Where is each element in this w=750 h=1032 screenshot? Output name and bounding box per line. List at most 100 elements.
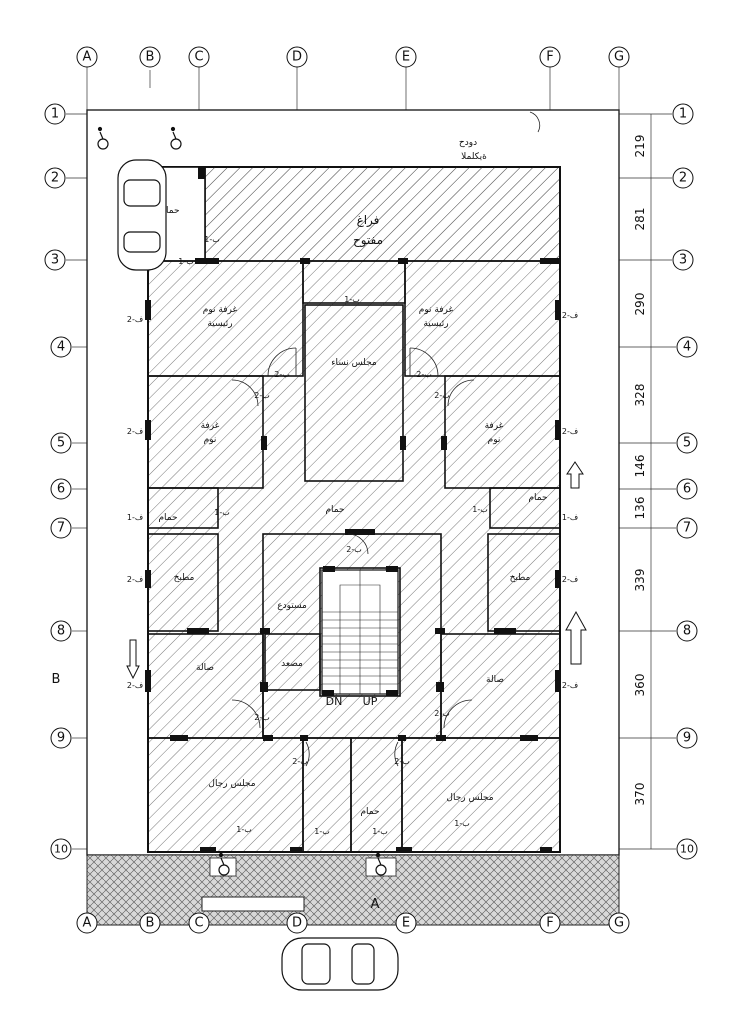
grid-row-label-left: 1 (51, 107, 59, 122)
room-label: غرفة (201, 421, 220, 431)
dimension-label: 136 (633, 497, 647, 520)
grid-col-label-bottom: F (546, 916, 553, 931)
room-label: نوم (488, 435, 501, 445)
dimension-label: 370 (633, 783, 647, 806)
dimension-label: 328 (633, 384, 647, 407)
entrance-step-right (365, 857, 397, 877)
arrow-up-icon (566, 461, 584, 489)
bottom-label-a: A (371, 897, 380, 912)
dimension-label: 360 (633, 674, 647, 697)
window-tag: 1-ف (562, 513, 578, 522)
building (145, 111, 561, 853)
door-tag: 1-ب (314, 827, 330, 836)
paving-strip (86, 854, 620, 926)
grid-bubbles-bottom (76, 912, 630, 934)
room-label: صالة (486, 675, 504, 685)
grid-col-label-bottom: A (83, 916, 92, 931)
dimension-label: 219 (633, 135, 647, 158)
arrow-up-icon (565, 610, 587, 665)
room-label: حمام (360, 807, 379, 817)
door-tag: 2-ب (434, 391, 450, 400)
door-tag: 2-ب (394, 757, 410, 766)
grid-row-label-left: 7 (57, 521, 65, 536)
door-tag: 2-ب (434, 709, 450, 718)
door-tag: 2-ب (292, 757, 308, 766)
dimension-label: 146 (633, 455, 647, 478)
grid-row-label-left: 3 (51, 253, 59, 268)
grid-col-label-bottom: B (146, 916, 155, 931)
room-label: حمام (528, 493, 547, 503)
window-tag: 2-ف (127, 575, 143, 584)
top-note-line-1: دودح (459, 138, 477, 148)
grid-col-label-top: E (402, 50, 410, 65)
grid-col-label-top: D (292, 50, 302, 65)
room-label: مطبخ (510, 573, 531, 583)
grid-row-label-left: 9 (57, 731, 65, 746)
side-label-b: B (52, 672, 61, 687)
door-tag: 1-ب (214, 508, 230, 517)
car-icon (117, 159, 167, 271)
car-icon (281, 937, 399, 991)
grid-row-label-left: 6 (57, 482, 65, 497)
room-label: غرفة نوم (419, 305, 454, 315)
grid-row-label-right: 7 (683, 521, 691, 536)
entrance-bench (201, 896, 305, 912)
grid-row-label-left: 10 (54, 843, 68, 856)
dimension-label: 281 (633, 208, 647, 231)
grid-col-label-bottom: E (402, 916, 410, 931)
grid-row-label-left: 5 (57, 436, 65, 451)
window-tag: 2-ف (562, 311, 578, 320)
window-tag: 2-ف (127, 427, 143, 436)
grid-row-label-right: 3 (679, 253, 687, 268)
entrance-step (209, 857, 237, 877)
stair-up-label: UP (363, 695, 378, 708)
dimension-label: 339 (633, 569, 647, 592)
grid-col-label-bottom: D (292, 916, 302, 931)
window-tag: 1-ف (127, 513, 143, 522)
grid-col-label-top: F (546, 50, 553, 65)
grid-col-label-bottom: C (194, 916, 203, 931)
grid-bubbles-top (76, 46, 630, 68)
courtyard-label-1: فراغ (357, 213, 380, 228)
grid-row-label-left: 8 (57, 624, 65, 639)
grid-row-label-right: 5 (683, 436, 691, 451)
room-label: صالة (196, 663, 214, 673)
open-courtyard (204, 166, 561, 262)
room-label: حمام (160, 206, 179, 216)
courtyard-label-2: مفتوح (353, 233, 383, 248)
door-tag: 2-ب (346, 545, 362, 554)
door-tag: 2-ب (254, 391, 270, 400)
door-tag: 1-ب (204, 235, 220, 244)
grid-row-label-left: 4 (57, 340, 65, 355)
grid-row-label-right: 8 (683, 624, 691, 639)
dimension-label: 290 (633, 293, 647, 316)
grid-row-label-right: 10 (680, 843, 694, 856)
grid-row-label-right: 2 (679, 171, 687, 186)
wheelchair-icon (170, 126, 182, 150)
room-label: مجلس نساء (331, 358, 377, 368)
grid-col-label-top: G (614, 50, 624, 65)
room-label: حمام (325, 505, 344, 515)
grid-col-label-top: C (194, 50, 203, 65)
grid-row-label-right: 1 (679, 107, 687, 122)
stair-dn-label: DN (326, 695, 343, 708)
door-tag: 1-ب (472, 505, 488, 514)
door-tag: 2-ب (416, 370, 432, 379)
arrow-down-icon (126, 639, 140, 680)
grid-bubbles-left (44, 103, 72, 860)
room-label: مصعد (281, 659, 303, 669)
room-label: نوم (204, 435, 217, 445)
grid-col-label-top: B (146, 50, 155, 65)
door-tag: 1-ب (454, 819, 470, 828)
window-tag: 2-ف (562, 575, 578, 584)
room-label: مطبخ (174, 573, 195, 583)
door-tag: 2-ب (254, 713, 270, 722)
room-label: مجلس رجال (208, 779, 255, 789)
wheelchair-icon (218, 852, 230, 876)
room-label: غرفة (485, 421, 504, 431)
door-tag: 1-ب (178, 257, 194, 266)
window-tag: 2-ف (127, 315, 143, 324)
window-tag: 2-ف (562, 681, 578, 690)
door-tag: 1-ب (344, 295, 360, 304)
